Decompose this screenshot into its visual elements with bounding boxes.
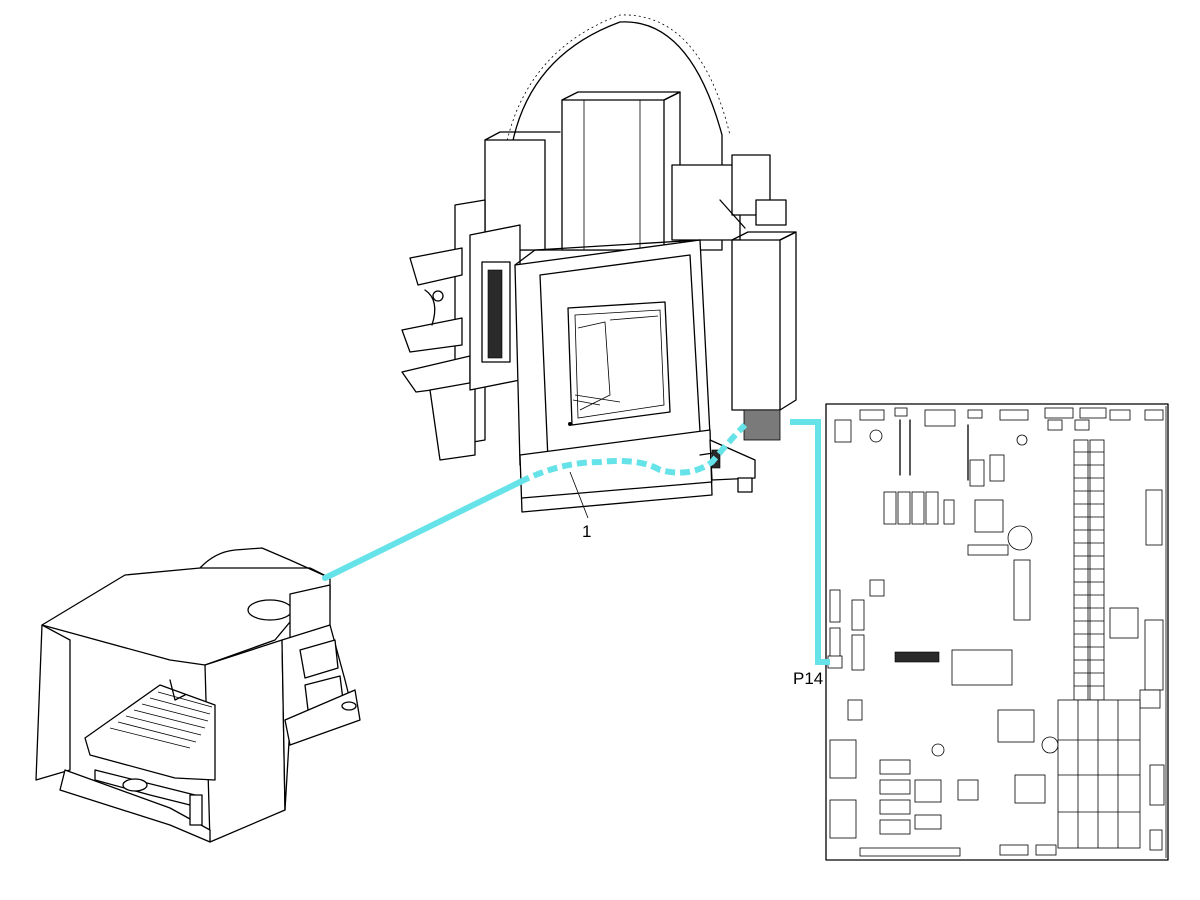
board-cable [790, 419, 830, 665]
p14-connector-label: P14 [793, 669, 823, 688]
callout-1-label: 1 [582, 522, 591, 541]
internal-cable-route [518, 422, 748, 485]
cnc-machine [401, 14, 797, 513]
foot-pedal [35, 547, 361, 843]
pedal-cable [322, 479, 523, 581]
cables [322, 419, 830, 665]
control-board [825, 403, 1169, 861]
callout-1-leader [569, 471, 589, 519]
